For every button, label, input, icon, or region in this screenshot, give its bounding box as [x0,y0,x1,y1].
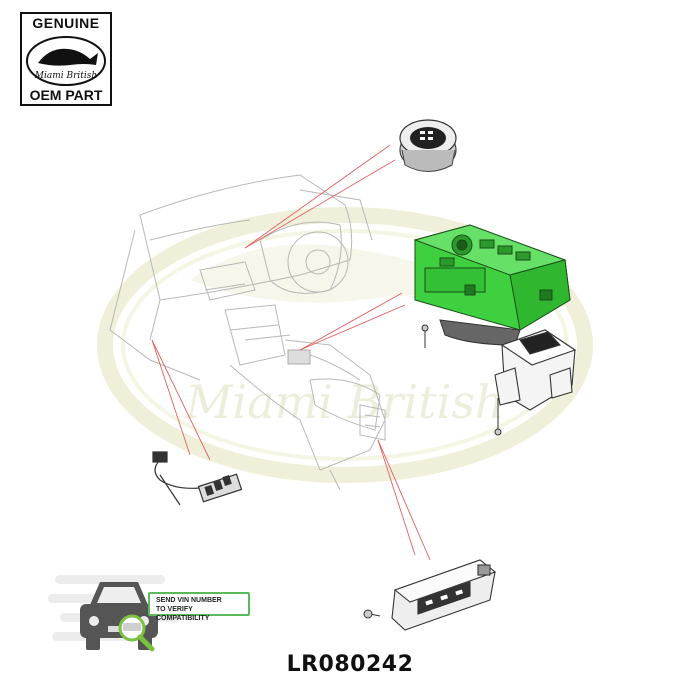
vin-callout-line2: TO VERIFY COMPATIBILITY [156,606,210,622]
leader-lines [151,144,431,561]
dashboard-line-drawing [109,174,386,491]
magnifier-icon [118,614,155,652]
badge-top-text: GENUINE [32,15,100,31]
vin-callout: SEND VIN NUMBER TO VERIFY COMPATIBILITY [148,592,250,622]
wiring-harness-part [152,451,243,506]
rear-switch-panel-part [391,559,497,631]
vin-callout-line1: SEND VIN NUMBER [156,597,222,604]
watermark-text: Miami British [184,375,504,429]
screw-fasteners [363,324,502,619]
badge-bottom-text: OEM PART [29,87,103,103]
mounting-bracket-part [494,329,577,411]
rotary-switch-part [399,119,457,172]
badge-logo-script: Miami British [34,71,97,81]
fish-logo-icon: Miami British [26,36,106,86]
genuine-oem-badge: GENUINE Miami British OEM PART [20,12,112,106]
part-number: LR080242 [286,652,414,677]
highlighted-control-module [413,224,571,346]
